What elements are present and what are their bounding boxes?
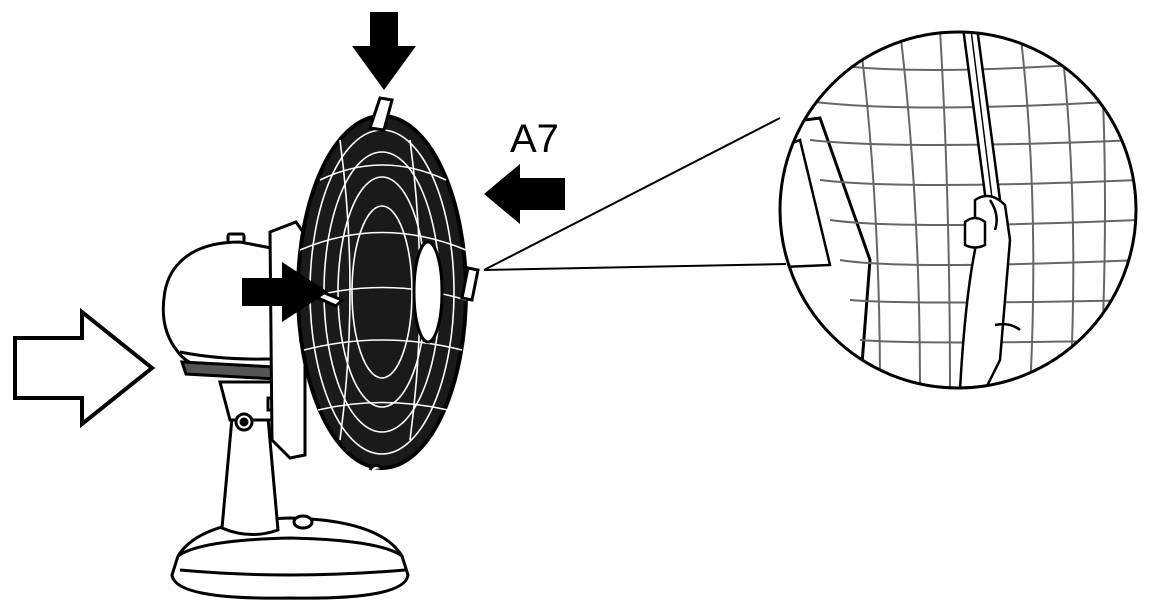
outline-arrow-icon: [13, 307, 156, 429]
fan-grille: [296, 114, 468, 471]
part-callout-label: A7: [510, 117, 559, 161]
zoom-detail: [778, 30, 1138, 390]
solid-arrow-icon: [484, 164, 565, 224]
grille-clip-side: [460, 266, 480, 302]
zoom-callout-lines: [483, 117, 787, 271]
solid-arrow-icon: [242, 262, 328, 322]
grille-clip-top: [368, 96, 394, 132]
solid-arrow-icon: [352, 12, 416, 90]
